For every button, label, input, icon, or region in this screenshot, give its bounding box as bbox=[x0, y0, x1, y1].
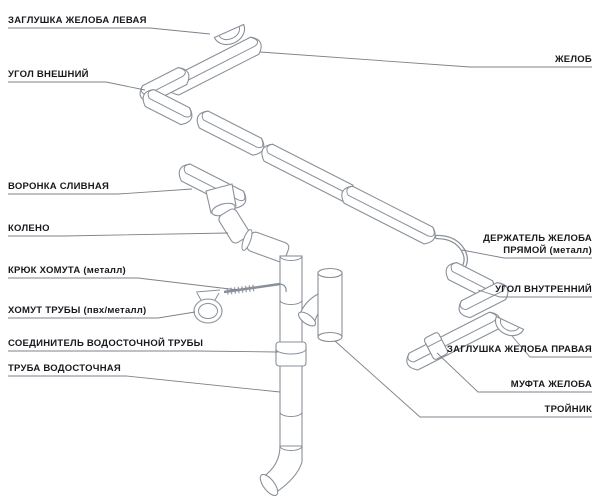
label-gutter: ЖЕЛОБ bbox=[554, 54, 592, 65]
leader-pipe-clamp bbox=[8, 311, 196, 319]
part-gutter-mid1-drawing bbox=[193, 107, 268, 159]
label-downpipe: ТРУБА ВОДОСТОЧНАЯ bbox=[8, 363, 121, 374]
label-tee: ТРОЙНИК bbox=[544, 404, 592, 415]
part-clamp-hook-drawing bbox=[223, 282, 287, 295]
label-endcap-right: ЗАГЛУШКА ЖЕЛОБА ПРАВАЯ bbox=[446, 344, 592, 355]
leader-holder bbox=[461, 249, 592, 259]
part-elbow-upper-drawing bbox=[218, 208, 250, 244]
leader-downpipe bbox=[8, 375, 281, 393]
label-coupling: МУФТА ЖЕЛОБА bbox=[510, 379, 592, 390]
leader-corner-inner bbox=[477, 289, 592, 298]
leader-endcap-left bbox=[8, 27, 211, 35]
label-holder: ДЕРЖАТЕЛЬ ЖЕЛОБА ПРЯМОЙ (металл) bbox=[483, 233, 592, 256]
label-endcap-left: ЗАГЛУШКА ЖЕЛОБА ЛЕВАЯ bbox=[8, 15, 147, 26]
part-outlet-elbow-drawing bbox=[259, 445, 303, 497]
part-gutter-bottom-drawing bbox=[402, 308, 505, 374]
label-clamp-hook: КРЮК ХОМУТА (металл) bbox=[8, 265, 126, 276]
part-corner-outer-drawing bbox=[136, 64, 196, 129]
leader-funnel bbox=[8, 188, 193, 195]
leader-gutter bbox=[259, 51, 592, 68]
part-tee-drawing bbox=[297, 267, 343, 343]
leader-clamp-hook bbox=[8, 277, 239, 291]
label-funnel: ВОРОНКА СЛИВНАЯ bbox=[8, 181, 110, 192]
leader-coupling bbox=[436, 352, 592, 393]
leader-corner-outer bbox=[8, 81, 146, 91]
elbow-joint-ring bbox=[241, 229, 253, 251]
part-endcap-right-drawing bbox=[494, 315, 525, 337]
leader-lines bbox=[8, 27, 592, 418]
leader-endcap-right bbox=[511, 335, 592, 358]
part-pipe-clamp-drawing bbox=[193, 289, 223, 324]
part-gutter-mid3-drawing bbox=[337, 182, 440, 248]
label-corner-inner: УГОЛ ВНУТРЕННИЙ bbox=[495, 284, 592, 295]
label-corner-outer: УГОЛ ВНЕШНИЙ bbox=[8, 69, 89, 80]
leader-pipe-connector bbox=[8, 350, 279, 353]
label-elbow: КОЛЕНО bbox=[8, 223, 50, 234]
label-pipe-clamp: ХОМУТ ТРУБЫ (пвх/металл) bbox=[8, 305, 147, 316]
part-endcap-left-drawing bbox=[213, 23, 246, 46]
leader-tee bbox=[334, 340, 592, 418]
label-pipe-connector: СОЕДИНИТЕЛЬ ВОДОСТОЧНОЙ ТРУБЫ bbox=[8, 338, 204, 349]
leader-elbow bbox=[8, 232, 229, 237]
part-pipe-connector-drawing bbox=[275, 341, 307, 367]
